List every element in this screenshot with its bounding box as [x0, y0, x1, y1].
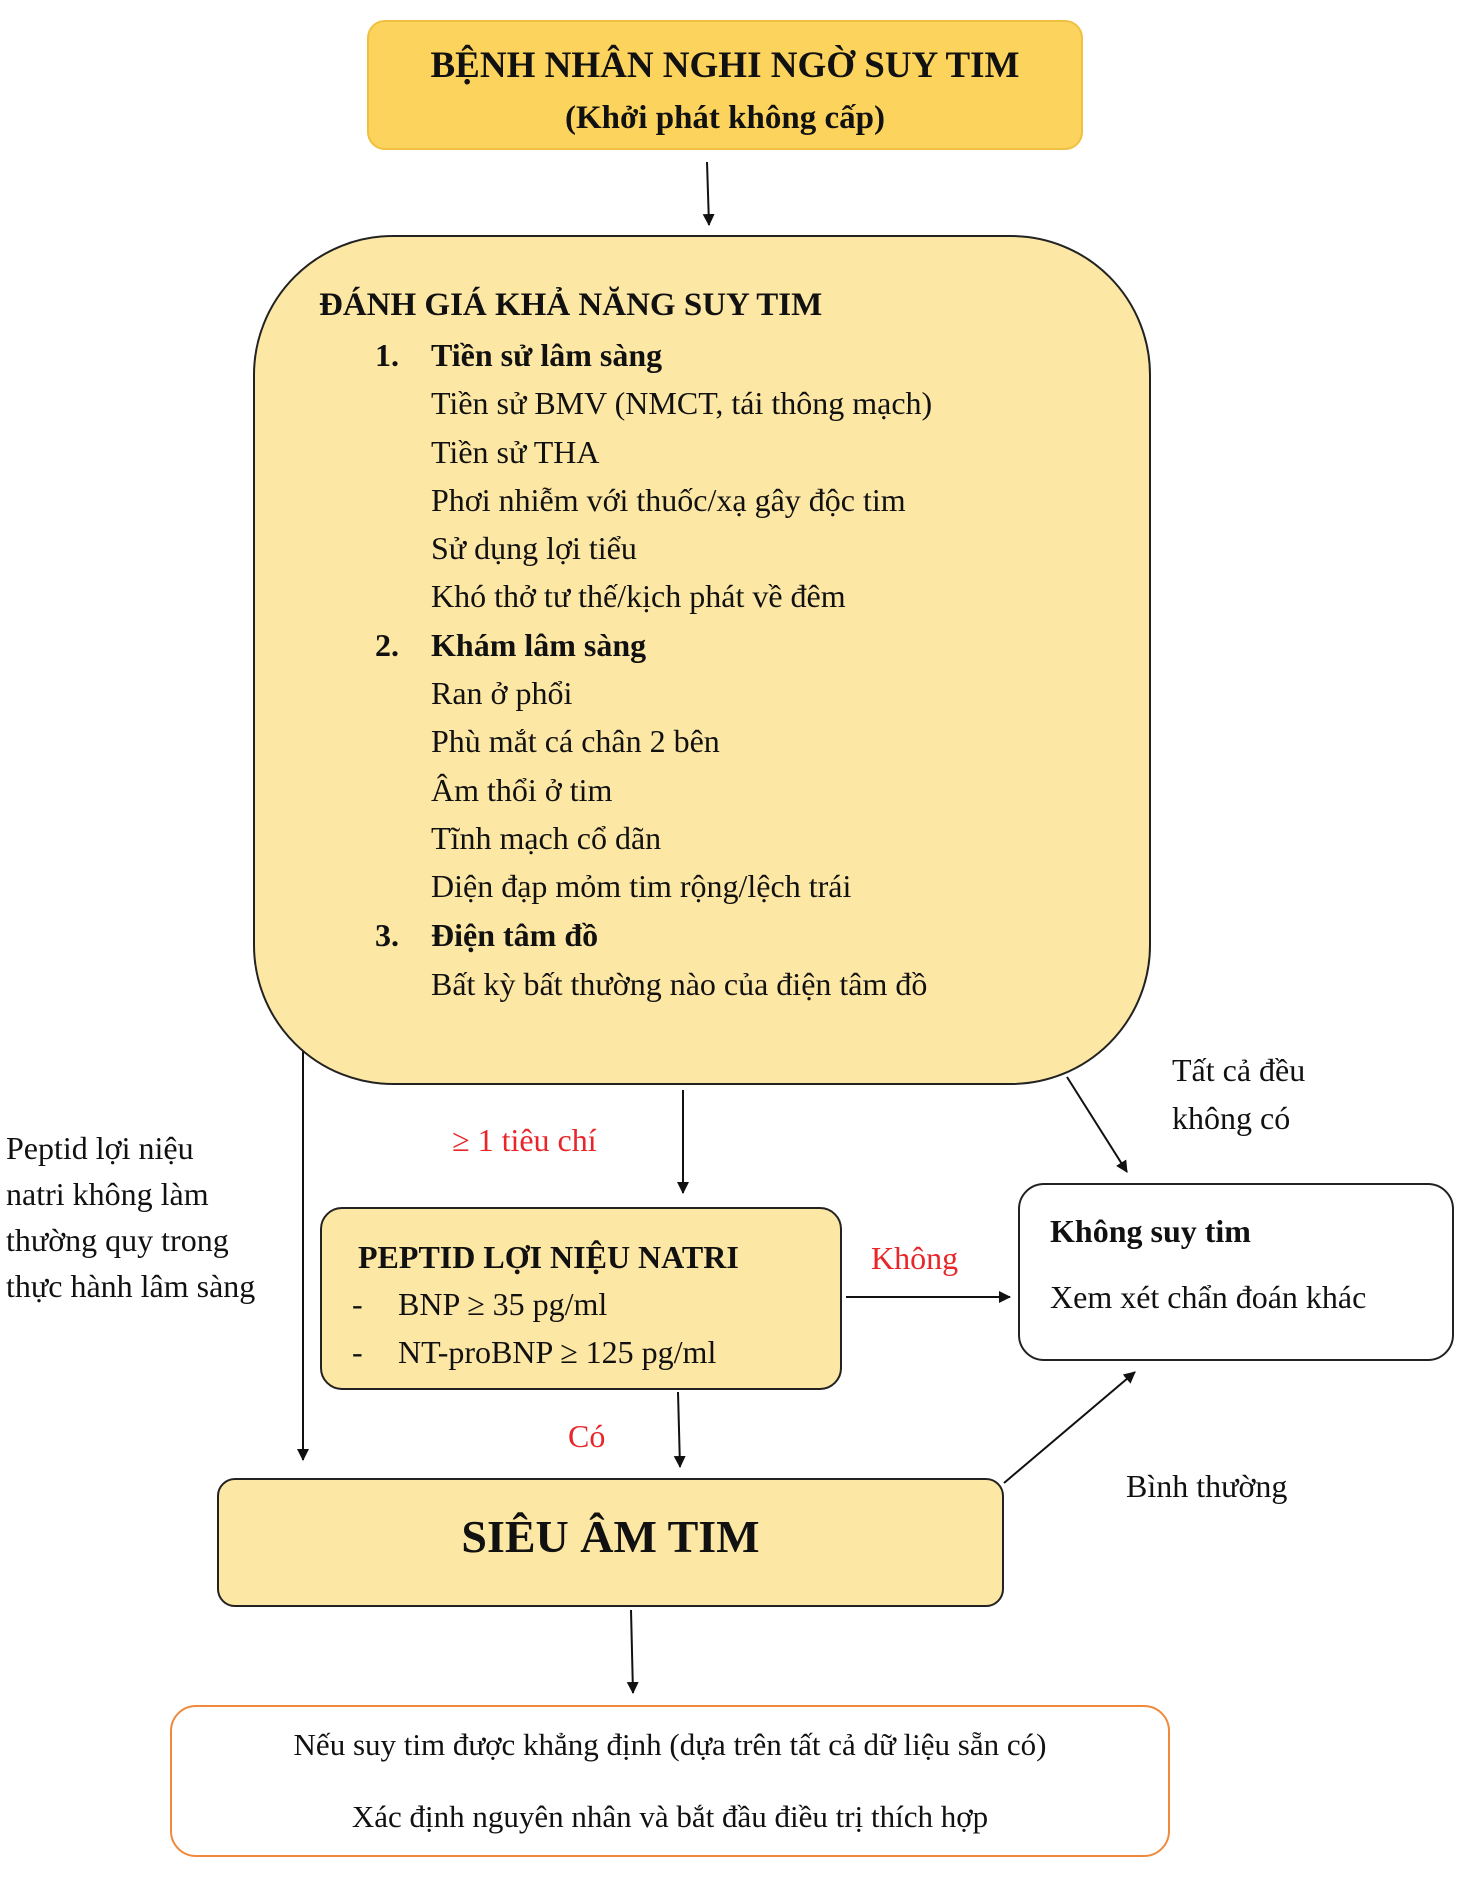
section-heading-ecg: Điện tâm đồ [431, 917, 599, 953]
assessment-title: ĐÁNH GIÁ KHẢ NĂNG SUY TIM [319, 287, 823, 323]
list-item: Bất kỳ bất thường nào của điện tâm đồ [431, 966, 928, 1002]
section-heading-clinical-history: Tiền sử lâm sàng [431, 337, 663, 373]
label-none-line-2: không có [1172, 1100, 1291, 1136]
list-item: Sử dụng lợi tiểu [431, 530, 637, 566]
list-item: Tĩnh mạch cổ dãn [431, 820, 662, 856]
label-none-line-1: Tất cả đều [1172, 1052, 1306, 1088]
consider-other-diagnosis: Xem xét chẩn đoán khác [1050, 1279, 1367, 1315]
label-normal: Bình thường [1126, 1468, 1288, 1504]
arrow-top-to-assessment [702, 161, 715, 226]
section-number-1: 1. [375, 337, 399, 373]
label-yes: Có [568, 1418, 606, 1454]
label-no: Không [871, 1240, 959, 1276]
echocardiography-box: SIÊU ÂM TIM [217, 1478, 1004, 1607]
hf-confirmed-line: Nếu suy tim được khẳng định (dựa trên tấ… [293, 1727, 1047, 1762]
bnp-threshold: BNP ≥ 35 pg/ml [398, 1286, 608, 1322]
list-item: Phù mắt cá chân 2 bên [431, 723, 720, 759]
suspected-hf-box: BỆNH NHÂN NGHI NGỜ SUY TIM (Khởi phát kh… [367, 20, 1083, 150]
list-item: Âm thổi ở tim [431, 772, 613, 808]
natriuretic-peptide-title: PEPTID LỢI NIỆU NATRI [358, 1239, 739, 1275]
peptid-note-line-4: thực hành lâm sàng [6, 1268, 256, 1304]
label-criteria: ≥ 1 tiêu chí [452, 1122, 597, 1158]
section-number-2: 2. [375, 627, 399, 663]
section-number-3: 3. [375, 917, 399, 953]
final-outcome-box: Nếu suy tim được khẳng định (dựa trên tấ… [170, 1705, 1170, 1857]
determine-cause-line: Xác định nguyên nhân và bắt đầu điều trị… [351, 1799, 989, 1834]
nt-probnp-threshold: NT-proBNP ≥ 125 pg/ml [398, 1334, 717, 1370]
natriuretic-peptide-box: PEPTID LỢI NIỆU NATRI - BNP ≥ 35 pg/ml -… [320, 1207, 842, 1390]
bullet-dash: - [352, 1286, 363, 1322]
section-heading-clinical-exam: Khám lâm sàng [431, 627, 647, 663]
list-item: Khó thở tư thế/kịch phát về đêm [431, 578, 846, 614]
arrow-echo-to-final [626, 1609, 639, 1694]
peptid-note-line-3: thường quy trong [6, 1222, 229, 1258]
no-heart-failure-box: Không suy tim Xem xét chẩn đoán khác [1018, 1183, 1454, 1361]
echocardiography-title: SIÊU ÂM TIM [461, 1511, 760, 1562]
list-item: Phơi nhiễm với thuốc/xạ gây độc tim [431, 482, 906, 518]
suspected-hf-subtitle: (Khởi phát không cấp) [565, 100, 885, 136]
peptid-note-line-2: natri không làm [6, 1176, 209, 1212]
list-item: Tiền sử BMV (NMCT, tái thông mạch) [431, 385, 933, 421]
bullet-dash: - [352, 1334, 363, 1370]
no-heart-failure-title: Không suy tim [1050, 1213, 1251, 1249]
suspected-hf-title: BỆNH NHÂN NGHI NGỜ SUY TIM [430, 45, 1020, 86]
list-item: Tiền sử THA [431, 434, 600, 470]
list-item: Diện đạp mỏm tim rộng/lệch trái [431, 868, 852, 904]
hf-probability-assessment-box: ĐÁNH GIÁ KHẢ NĂNG SUY TIM 1. Tiền sử lâm… [253, 235, 1151, 1085]
peptid-note-line-1: Peptid lợi niệu [6, 1130, 194, 1166]
arrow-assessment-to-no-hf [1066, 1076, 1128, 1173]
arrow-echo-to-no-hf [1003, 1371, 1136, 1484]
list-item: Ran ở phổi [431, 675, 573, 711]
arrow-natri-to-echo [673, 1391, 686, 1468]
